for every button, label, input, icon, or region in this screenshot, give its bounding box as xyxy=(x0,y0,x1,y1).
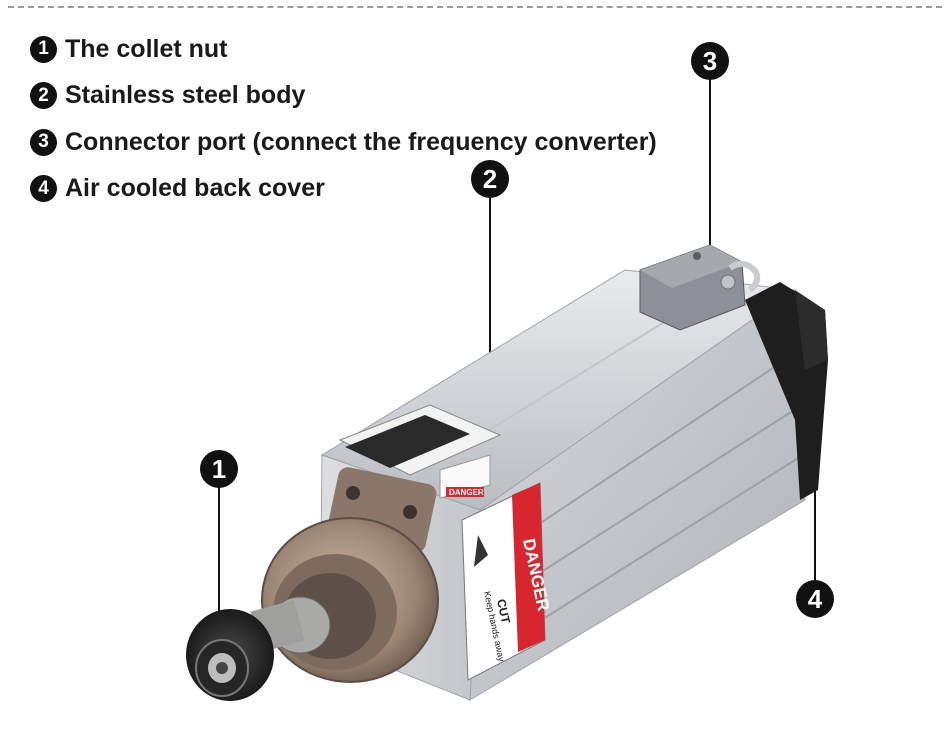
number-badge: 3 xyxy=(30,128,57,156)
legend-label: Air cooled back cover xyxy=(65,174,325,203)
legend-label: Stainless steel body xyxy=(65,81,306,110)
parts-legend: 1 The collet nut 2 Stainless steel body … xyxy=(30,26,657,212)
danger-subword: CUT xyxy=(494,598,513,626)
legend-item-back-cover: 4 Air cooled back cover xyxy=(30,166,657,213)
number-badge: 2 xyxy=(30,82,57,110)
top-dashed-divider xyxy=(8,6,942,8)
number-badge: 1 xyxy=(30,35,57,63)
small-danger-tag xyxy=(446,487,484,497)
callout-3: 3 xyxy=(691,42,729,80)
legend-label: Connector port (connect the frequency co… xyxy=(65,127,657,156)
legend-label: The collet nut xyxy=(65,34,228,63)
callout-2: 2 xyxy=(471,160,509,198)
legend-item-connector-port: 3 Connector port (connect the frequency … xyxy=(30,119,657,166)
small-danger-text: DANGER xyxy=(449,488,484,497)
callout-1: 1 xyxy=(200,450,238,488)
number-badge: 4 xyxy=(30,175,57,203)
legend-item-collet-nut: 1 The collet nut xyxy=(30,26,657,73)
callout-4: 4 xyxy=(796,580,834,618)
legend-item-body: 2 Stainless steel body xyxy=(30,73,657,120)
